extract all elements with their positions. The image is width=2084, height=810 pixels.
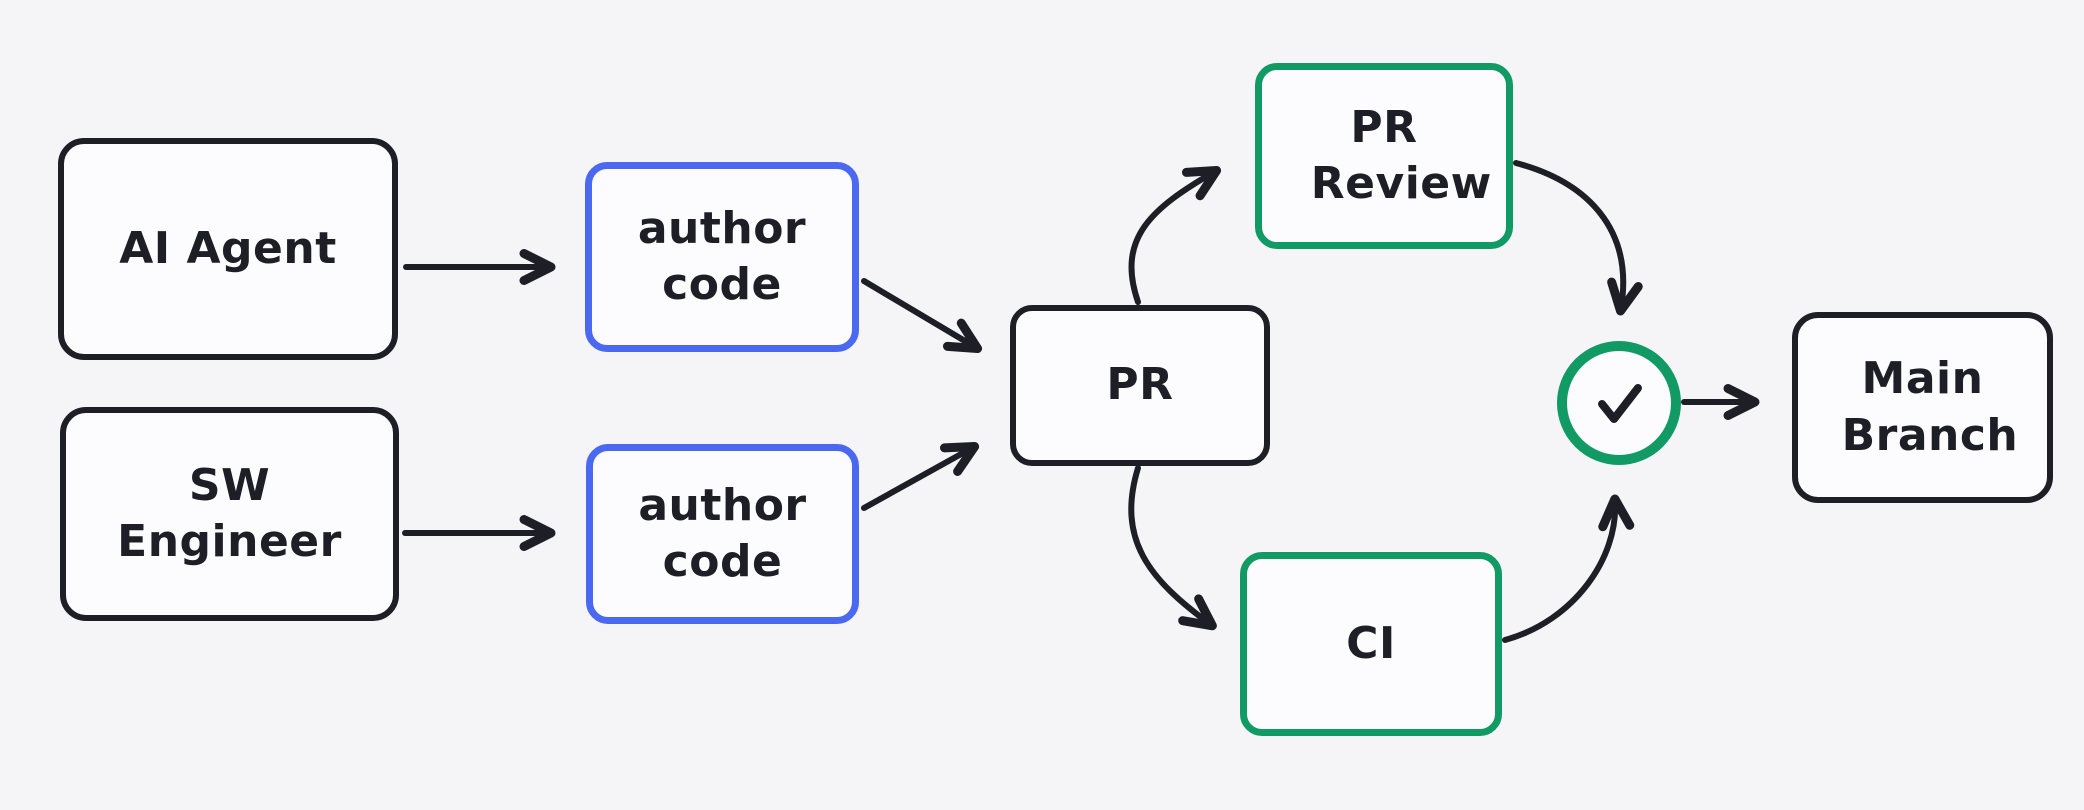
arrow-pr-to-ci [1128, 465, 1217, 631]
node-label: author code [638, 479, 807, 587]
node-approval-circle [1557, 341, 1681, 465]
arrow-author-code-bottom-to-pr [861, 442, 980, 511]
arrow-pr-review-to-approval [1513, 160, 1643, 316]
node-ai-agent: AI Agent [58, 138, 398, 360]
node-label: SW Engineer [117, 459, 342, 567]
node-pr: PR [1010, 305, 1270, 466]
arrow-author-code-top-to-pr [861, 278, 983, 354]
node-main-branch: Main Branch [1792, 312, 2053, 503]
node-author-code-top: author code [585, 162, 859, 352]
node-label: Main Branch [1841, 353, 2019, 461]
arrow-ci-to-approval [1502, 494, 1635, 643]
node-label: CI [1346, 617, 1396, 669]
node-ci: CI [1240, 552, 1502, 736]
node-label: author code [637, 202, 807, 310]
check-icon [1598, 384, 1642, 423]
node-label: AI Agent [119, 222, 337, 274]
node-pr-review: PR Review [1255, 63, 1513, 249]
node-label: PR Review [1310, 101, 1492, 209]
arrow-pr-to-pr-review [1128, 165, 1222, 305]
node-sw-engineer: SW Engineer [60, 407, 399, 621]
node-author-code-bottom: author code [586, 444, 859, 624]
node-label: PR [1106, 359, 1174, 411]
